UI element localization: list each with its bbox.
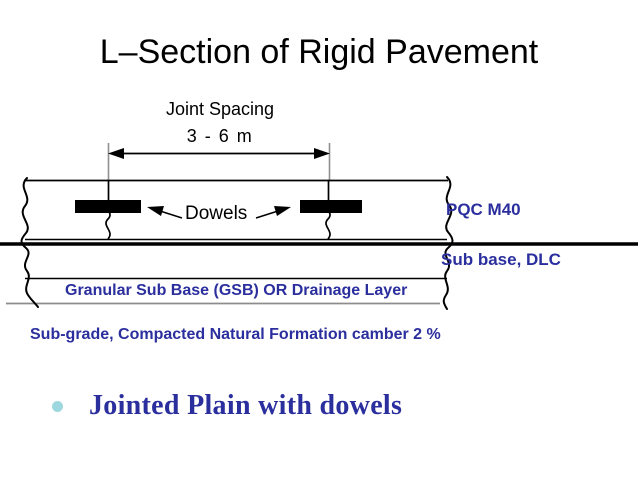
bullet-item-label: Jointed Plain with dowels	[89, 390, 403, 421]
dimension-arrowhead-left	[108, 148, 124, 159]
dowel-leader-right-arrowhead	[274, 206, 291, 216]
layer-label-dlc: Sub base, DLC	[441, 250, 561, 269]
dowel-leader-right-line	[255, 210, 279, 219]
break-line-left	[20, 177, 39, 308]
layer-label-pqc: PQC M40	[446, 200, 521, 219]
transverse-joint-right-lower	[325, 200, 331, 240]
bullet-list-item: Jointed Plain with dowels	[52, 390, 402, 422]
page-title: L–Section of Rigid Pavement	[99, 33, 539, 71]
dowel-leader-left-line	[159, 210, 183, 219]
round-bullet-icon	[52, 400, 63, 412]
dowel-bar-left	[75, 200, 141, 213]
joint-spacing-value: 3 - 6 m	[186, 126, 254, 146]
joint-spacing-label: Joint Spacing	[165, 99, 275, 119]
layer-label-subgrade: Sub-grade, Compacted Natural Formation c…	[30, 326, 441, 343]
dowel-leader-left-arrowhead	[147, 206, 164, 216]
transverse-joint-left-lower	[105, 200, 111, 240]
dimension-arrowhead-right	[314, 148, 330, 159]
layer-label-gsb: Granular Sub Base (GSB) OR Drainage Laye…	[65, 282, 408, 299]
dowels-label: Dowels	[185, 203, 248, 224]
dowel-bar-right	[300, 200, 362, 213]
break-line-right	[442, 176, 454, 310]
